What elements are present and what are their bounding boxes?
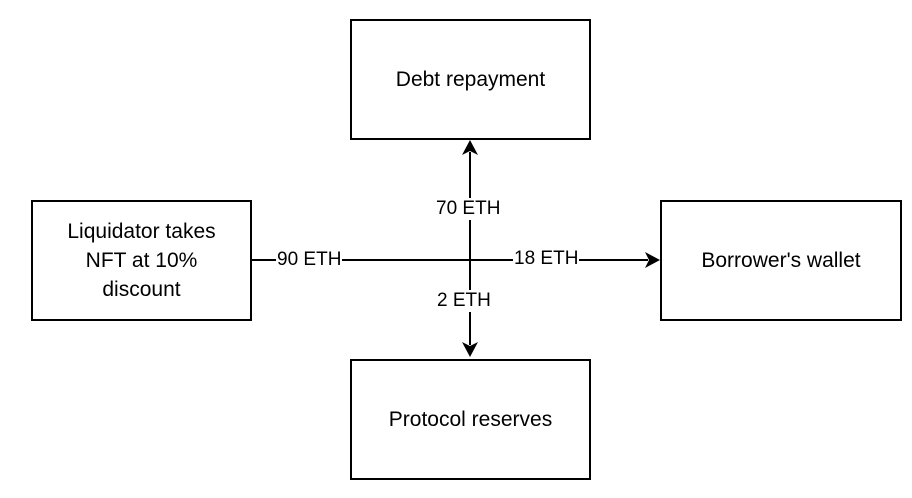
borrowers-wallet-node: Borrower's wallet	[660, 200, 902, 321]
debt-repayment-label: Debt repayment	[395, 68, 546, 91]
debt-repayment-node: Debt repayment	[350, 19, 591, 140]
edge-label-protocol-reserves-amount: 2 ETH	[436, 290, 492, 312]
liquidator-node: Liquidator takes NFT at 10% discount	[31, 200, 252, 321]
arrowhead-debt-repayment	[462, 140, 478, 155]
edge-label-liquidator-amount: 90 ETH	[276, 249, 343, 271]
arrowhead-borrowers-wallet	[645, 252, 660, 268]
protocol-reserves-label: Protocol reserves	[388, 408, 553, 431]
borrowers-wallet-label: Borrower's wallet	[701, 249, 861, 272]
protocol-reserves-node: Protocol reserves	[350, 359, 591, 480]
liquidator-label: Liquidator takes NFT at 10% discount	[67, 220, 216, 301]
edge-label-borrowers-wallet-amount: 18 ETH	[513, 248, 580, 270]
arrowhead-protocol-reserves	[462, 342, 478, 357]
edge-label-debt-repayment-amount: 70 ETH	[435, 198, 502, 220]
